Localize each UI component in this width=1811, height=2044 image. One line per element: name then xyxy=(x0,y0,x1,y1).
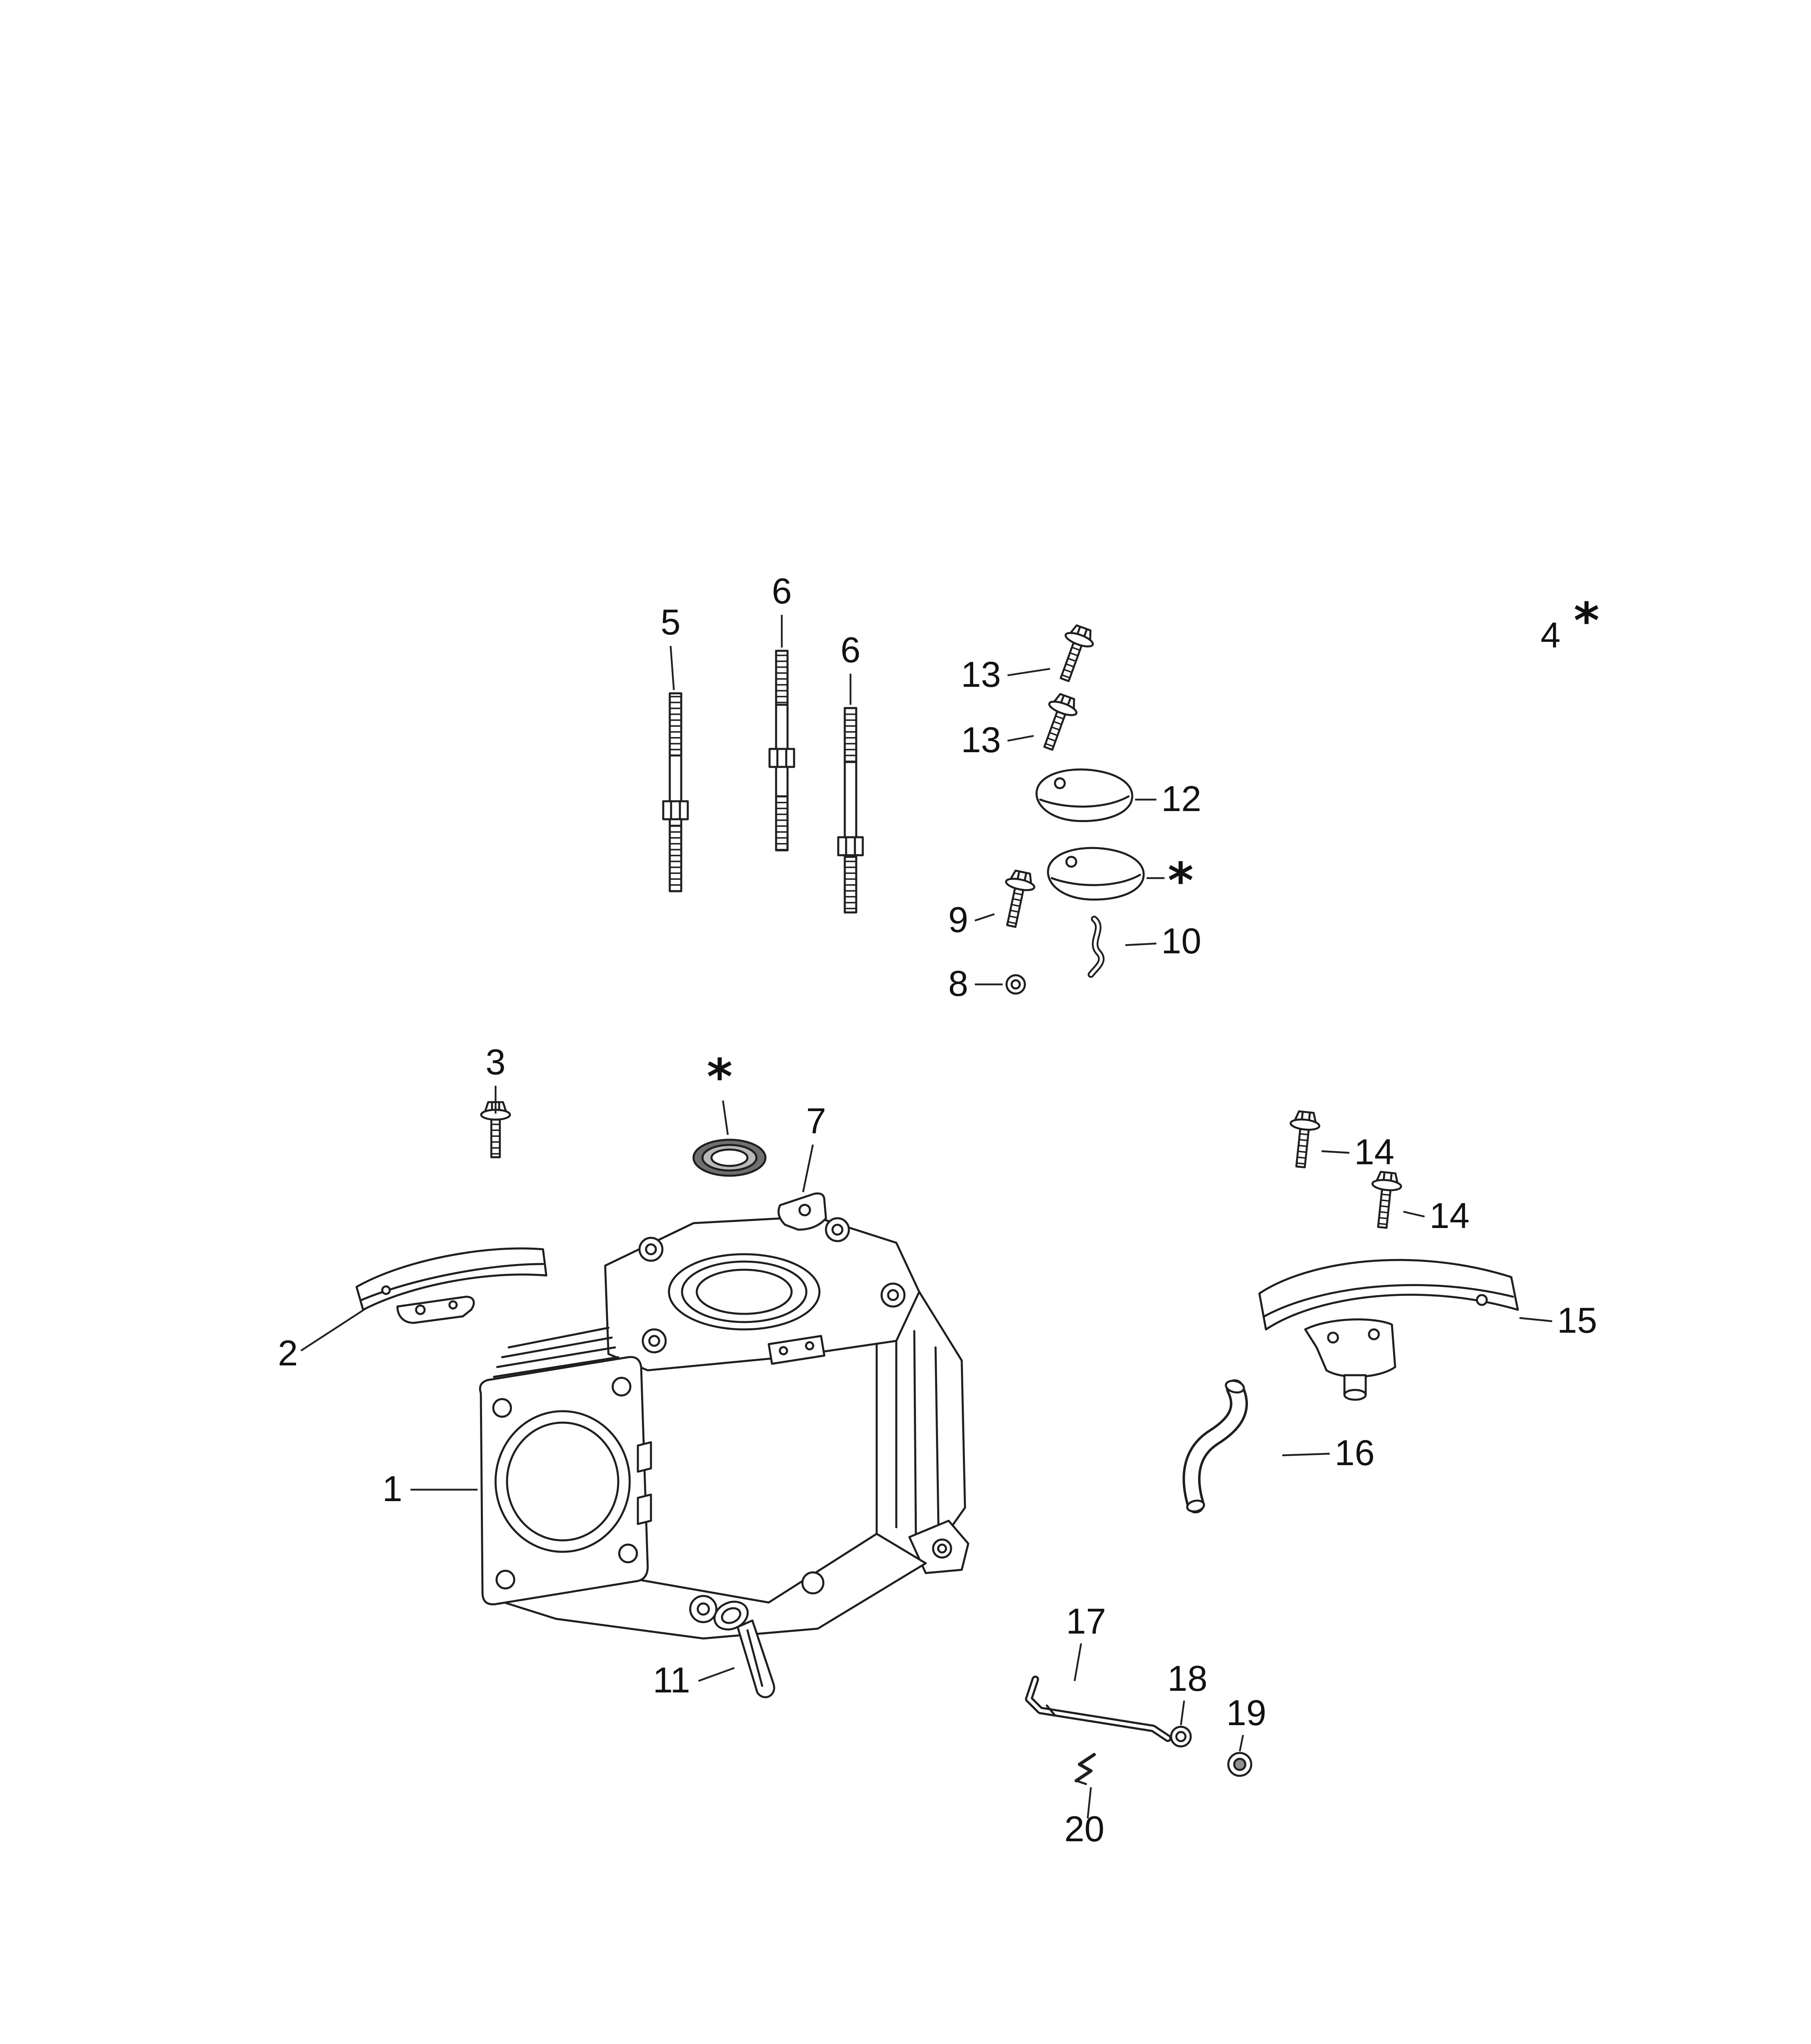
rod-part-17 xyxy=(1025,1675,1172,1742)
leader-line-14a xyxy=(1321,1150,1350,1154)
leader-line-18 xyxy=(1180,1700,1185,1726)
part-callout-14a: 14 xyxy=(1354,1132,1394,1172)
part-callout-9: 9 xyxy=(948,899,968,940)
part-callout-16: 16 xyxy=(1335,1432,1375,1473)
part-callout-3: 3 xyxy=(486,1042,506,1082)
part-callout-1: 1 xyxy=(382,1468,402,1509)
bolt-part-14-upper xyxy=(1286,1111,1321,1168)
asterisk-callout-star-seal: * xyxy=(707,1049,733,1106)
part-callout-15: 15 xyxy=(1557,1300,1597,1340)
part-callout-8: 8 xyxy=(948,963,968,1004)
stud-part-5 xyxy=(662,692,689,892)
leader-line-15 xyxy=(1519,1317,1553,1322)
clip-part-10 xyxy=(1088,916,1105,978)
part-callout-7: 7 xyxy=(806,1100,826,1141)
part-callout-20: 20 xyxy=(1064,1809,1104,1849)
part-callout-5: 5 xyxy=(661,602,681,642)
asterisk-callout-star-4: * xyxy=(1574,593,1600,650)
callout-layer: 5 6 6 13 13 12 * 9 10 8 4 * 3 * 7 2 1 14 14 15 16 11 17 18 19 20 xyxy=(278,571,1600,1849)
bolt-part-13-lower xyxy=(1035,692,1081,753)
part-callout-11: 11 xyxy=(653,1660,690,1700)
clip-part-20 xyxy=(1075,1753,1096,1785)
part-callout-6a: 6 xyxy=(772,571,792,611)
part-callout-10: 10 xyxy=(1161,921,1201,961)
shroud-part-2 xyxy=(355,1247,548,1324)
leader-line-13a xyxy=(1007,668,1050,677)
bolt-part-9 xyxy=(997,869,1037,929)
part-callout-13b: 13 xyxy=(961,719,1001,760)
leader-line-7 xyxy=(802,1144,814,1192)
leader-line-2 xyxy=(300,1307,367,1351)
stud-part-6-lower xyxy=(837,707,864,914)
leader-line-19 xyxy=(1239,1735,1244,1752)
part-callout-4: 4 xyxy=(1541,615,1561,655)
cover-plate-part-12 xyxy=(1035,768,1133,823)
bolt-part-14-lower xyxy=(1368,1171,1403,1229)
washer-part-8 xyxy=(1005,974,1026,995)
cover-part-15 xyxy=(1258,1259,1519,1401)
artwork-layer xyxy=(355,623,1519,1785)
leader-line-17 xyxy=(1073,1643,1082,1681)
leader-line-20 xyxy=(1086,1787,1092,1819)
leader-line-11 xyxy=(698,1667,735,1682)
part-callout-12: 12 xyxy=(1161,778,1201,819)
bolt-part-13-upper xyxy=(1051,623,1097,685)
oil-seal-asterisk xyxy=(692,1139,767,1177)
nut-part-19 xyxy=(1227,1752,1252,1777)
leader-line-13b xyxy=(1007,735,1034,742)
leader-line-14b xyxy=(1403,1210,1425,1218)
part-callout-13a: 13 xyxy=(961,654,1001,695)
asterisk-callout-star-plate: * xyxy=(1168,853,1194,910)
dipstick-part-11 xyxy=(713,1600,775,1699)
part-callout-2: 2 xyxy=(278,1333,298,1373)
cylinder-block-part-1 xyxy=(479,1215,969,1640)
part-callout-19: 19 xyxy=(1226,1692,1266,1733)
tab-part-7 xyxy=(777,1192,827,1231)
part-callout-17: 17 xyxy=(1066,1601,1106,1641)
leader-line-5 xyxy=(669,645,675,690)
leader-line-9 xyxy=(974,913,995,922)
cover-plate-asterisk xyxy=(1047,847,1145,901)
hose-part-16 xyxy=(1183,1379,1248,1513)
leader-line-10 xyxy=(1125,942,1157,946)
part-callout-14b: 14 xyxy=(1430,1195,1470,1236)
leader-line-16 xyxy=(1282,1452,1330,1457)
washer-part-18 xyxy=(1170,1726,1192,1748)
stud-part-6-upper xyxy=(768,650,795,852)
part-callout-6b: 6 xyxy=(841,630,861,670)
leader-line-star-seal xyxy=(722,1100,729,1135)
part-callout-18: 18 xyxy=(1167,1658,1207,1699)
